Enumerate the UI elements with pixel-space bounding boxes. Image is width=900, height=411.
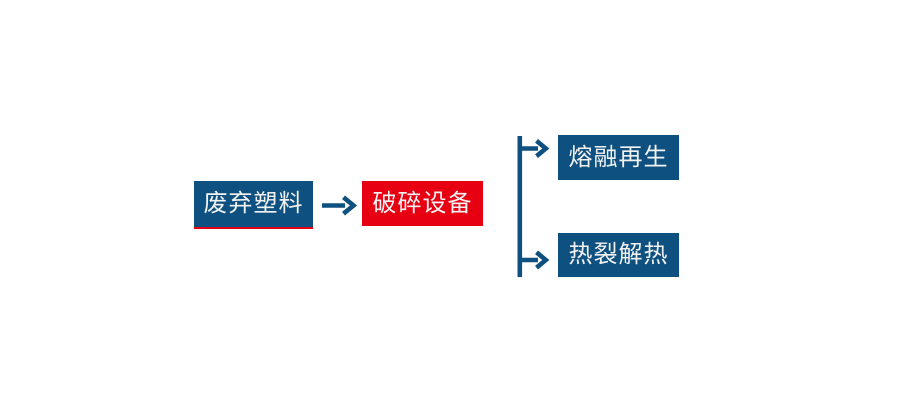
arrow-head <box>535 139 550 158</box>
branch-arrow-bottom-icon <box>519 250 550 270</box>
node-pyrolysis: 热裂解热 <box>558 233 679 277</box>
arrow-head <box>342 195 358 216</box>
node-waste-plastic-label: 废弃塑料 <box>203 190 304 217</box>
node-waste-plastic: 废弃塑料 <box>194 181 313 229</box>
node-melt-regeneration: 熔融再生 <box>558 135 679 180</box>
arrow-head <box>535 250 550 270</box>
arrow-right-icon <box>322 195 358 216</box>
node-melt-regeneration-label: 熔融再生 <box>568 143 669 171</box>
node-pyrolysis-label: 热裂解热 <box>568 241 669 268</box>
node-crushing-equipment-label: 破碎设备 <box>372 189 473 217</box>
branch-arrow-top-icon <box>519 139 550 158</box>
node-crushing-equipment: 破碎设备 <box>362 181 483 226</box>
